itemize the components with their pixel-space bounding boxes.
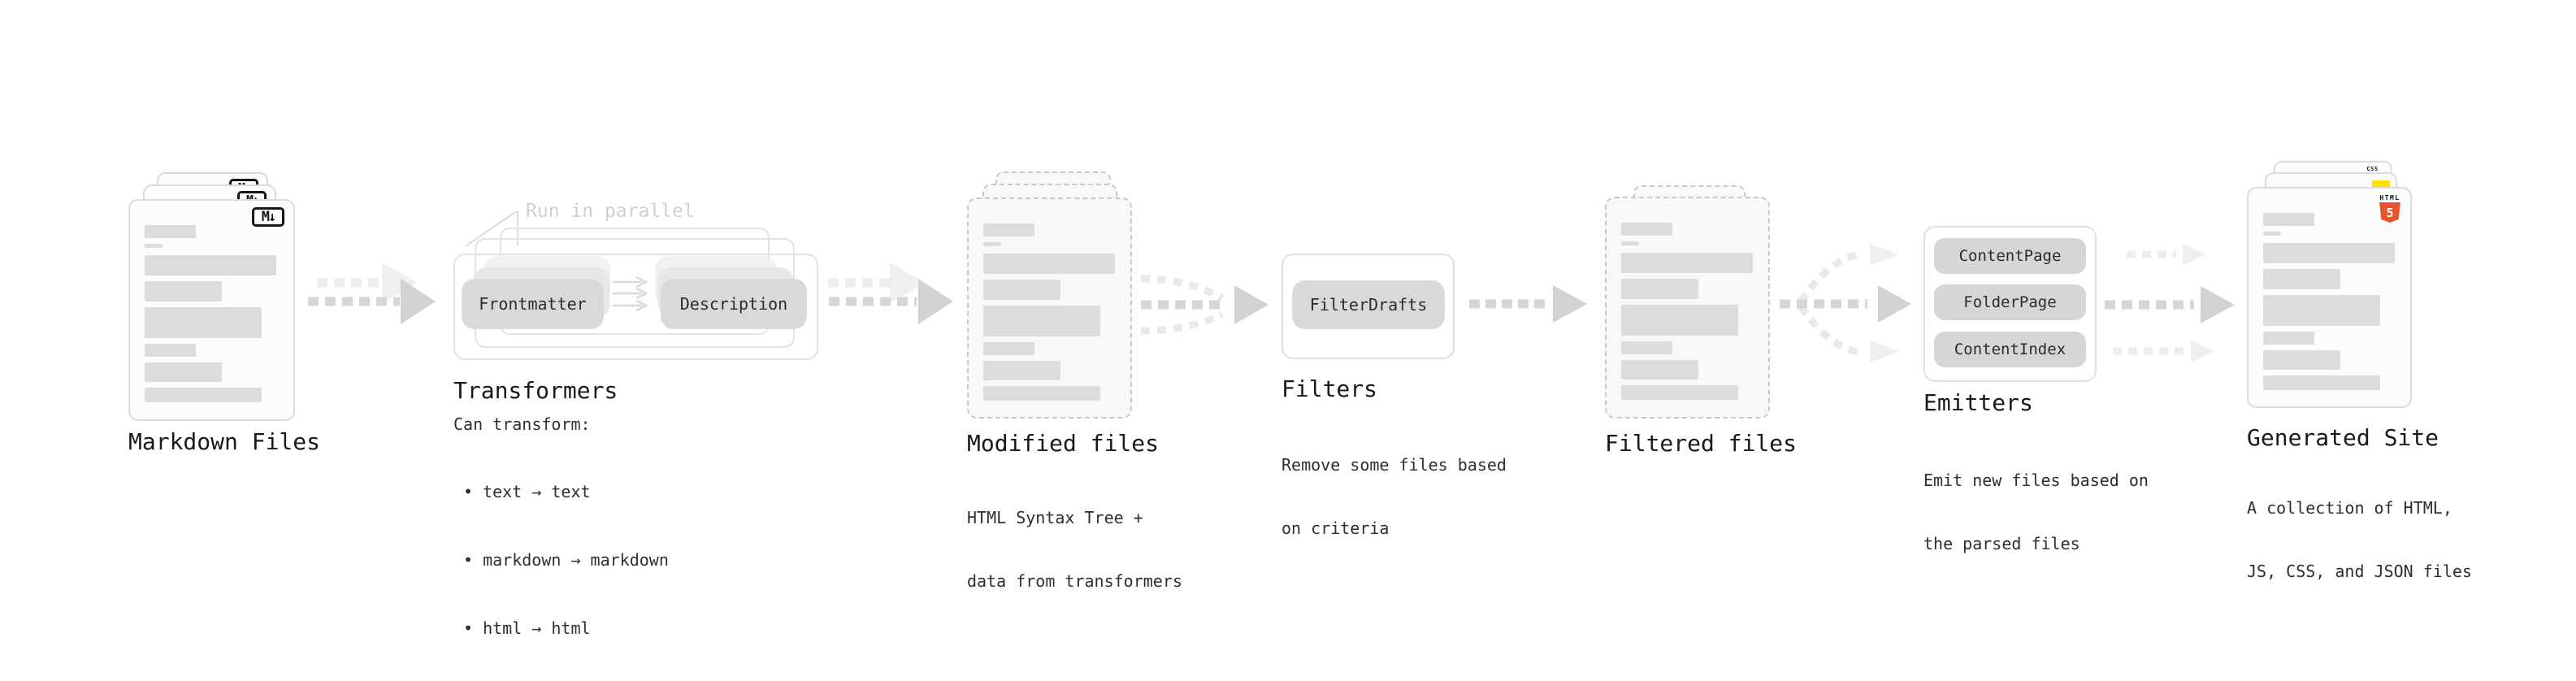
skeleton-bar: [1621, 241, 1639, 245]
skeleton-bar: [2263, 332, 2314, 345]
markdown-file-card: M↓: [128, 199, 295, 421]
arrow-filters-to-filtered: [1469, 285, 1587, 323]
transform-bullet: • text → text: [463, 482, 591, 501]
skeleton-bar: [1621, 385, 1738, 400]
js-file-icon: [2372, 180, 2390, 189]
file-content-skeleton: [2263, 213, 2395, 390]
skeleton-bar: [145, 388, 262, 402]
generated-site-label: Generated Site: [2247, 424, 2439, 451]
note-line: JS, CSS, and JSON files: [2247, 562, 2472, 581]
modified-file-card: [967, 197, 1132, 419]
file-content-skeleton: [983, 223, 1115, 401]
skeleton-bar: [2263, 350, 2340, 370]
skeleton-bar: [145, 225, 196, 238]
skeleton-bar: [2263, 375, 2380, 390]
emitters-title: Emitters: [1923, 389, 2033, 416]
skeleton-bar: [983, 223, 1034, 236]
note-line: Emit new files based on: [1923, 471, 2149, 490]
generated-html-file-card: HTML 5: [2247, 187, 2412, 408]
skeleton-bar: [983, 242, 1001, 246]
modified-files-note: HTML Syntax Tree + data from transformer…: [967, 465, 1182, 634]
skeleton-bar: [983, 386, 1100, 401]
note-line: A collection of HTML,: [2247, 498, 2452, 518]
run-in-parallel-annotation: Run in parallel: [526, 201, 695, 222]
file-content-skeleton: [1621, 223, 1753, 400]
arrow-emitters-to-generated-middle: [2105, 286, 2235, 323]
modified-files-label: Modified files: [967, 430, 1160, 457]
skeleton-bar: [1621, 253, 1753, 273]
skeleton-bar: [1621, 279, 1698, 299]
skeleton-bar: [145, 244, 163, 248]
transformers-title: Transformers: [453, 377, 618, 404]
html5-icon-shield: 5: [2379, 202, 2400, 223]
arrow-markdown-to-transformers-back: [317, 262, 417, 303]
note-line: Remove some files based: [1281, 455, 1507, 475]
filter-drafts-pill: FilterDrafts: [1292, 280, 1445, 329]
arrow-filtered-to-emitters: [1780, 244, 1911, 362]
markdown-files-label: Markdown Files: [128, 428, 321, 455]
emitter-pill-folder-page: FolderPage: [1934, 284, 2086, 320]
transformer-box: [453, 254, 818, 360]
skeleton-bar: [145, 307, 262, 338]
arrow-transformers-to-modified-back: [828, 262, 925, 303]
html5-icon-word: HTML: [2379, 194, 2400, 202]
emitter-pill-content-page: ContentPage: [1934, 238, 2086, 274]
skeleton-bar: [983, 254, 1115, 274]
skeleton-bar: [983, 342, 1034, 355]
filters-title: Filters: [1281, 375, 1378, 402]
skeleton-bar: [145, 344, 196, 357]
file-content-skeleton: [145, 225, 276, 402]
arrow-markdown-to-transformers: [308, 279, 436, 324]
skeleton-bar: [1621, 223, 1672, 236]
transformers-note-heading: Can transform:: [453, 414, 591, 434]
note-line: data from transformers: [967, 571, 1182, 591]
filtered-files-label: Filtered files: [1605, 430, 1798, 457]
skeleton-bar: [1621, 305, 1738, 336]
transformers-bullet-list: • text → text • markdown → markdown • ht…: [463, 435, 669, 681]
emitters-note: Emit new files based on the parsed files: [1923, 427, 2149, 596]
arrow-modified-to-filters: [1140, 275, 1268, 335]
description-pill: Description: [661, 279, 807, 329]
skeleton-bar: [2263, 232, 2281, 236]
generated-site-note: A collection of HTML, JS, CSS, and JSON …: [2247, 455, 2472, 624]
css-icon-label: CSS: [2366, 166, 2379, 172]
skeleton-bar: [2263, 243, 2395, 263]
transform-bullet: • html → html: [463, 618, 591, 638]
filtered-file-card: [1605, 197, 1770, 419]
transformer-step-arrows: [613, 275, 648, 312]
emitter-pill-content-index: ContentIndex: [1934, 332, 2086, 367]
note-line: HTML Syntax Tree +: [967, 508, 1143, 527]
html5-icon: HTML 5: [2379, 194, 2400, 223]
skeleton-bar: [1621, 341, 1672, 354]
skeleton-bar: [2263, 213, 2314, 226]
skeleton-bar: [145, 281, 222, 301]
skeleton-bar: [983, 280, 1060, 300]
skeleton-bar: [1621, 360, 1698, 380]
arrow-transformers-to-modified: [829, 279, 953, 324]
skeleton-bar: [983, 361, 1060, 380]
skeleton-bar: [2263, 295, 2380, 326]
markdown-icon: M↓: [252, 207, 284, 227]
arrow-emitters-to-generated-bottom: [2113, 340, 2214, 362]
skeleton-bar: [2263, 269, 2340, 289]
skeleton-bar: [983, 306, 1100, 336]
transform-bullet: • markdown → markdown: [463, 550, 669, 570]
frontmatter-pill: Frontmatter: [462, 279, 604, 329]
skeleton-bar: [145, 255, 276, 275]
arrow-emitters-to-generated-top: [2127, 243, 2205, 266]
note-line: the parsed files: [1923, 534, 2080, 553]
filters-note: Remove some files based on criteria: [1281, 412, 1507, 581]
skeleton-bar: [145, 362, 222, 382]
note-line: on criteria: [1281, 518, 1390, 538]
